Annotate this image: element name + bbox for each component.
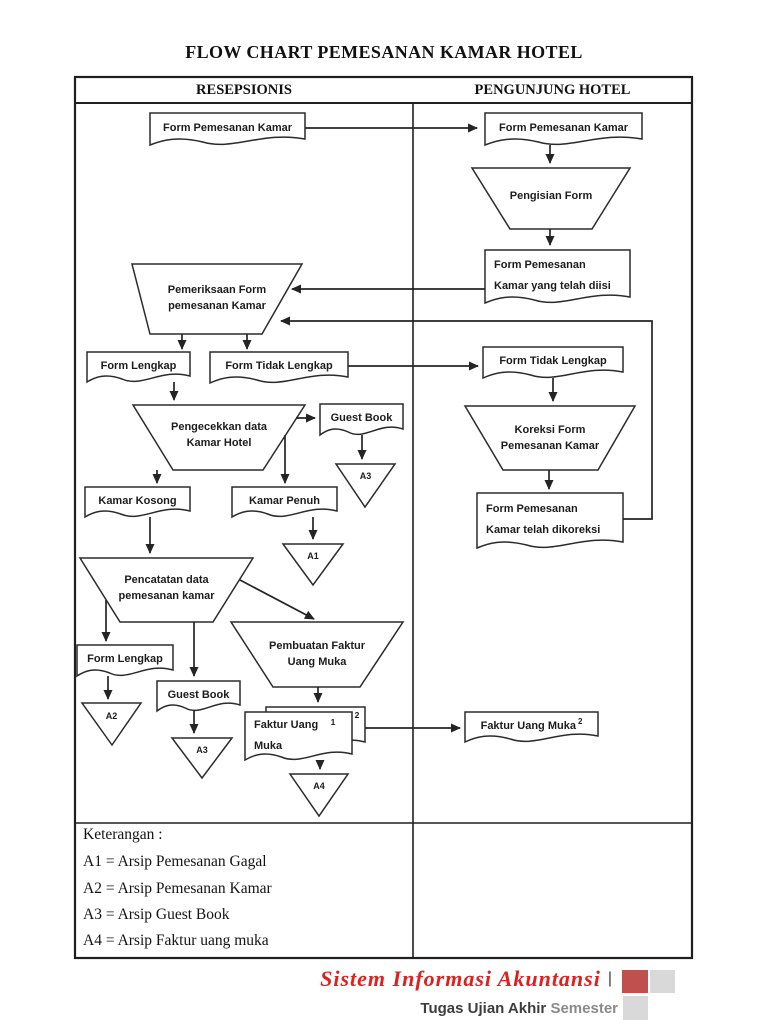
archive-a1-triangle [281,543,345,587]
archive-a3-triangle-1 [334,463,397,509]
document-form-tidak-lengkap-resepsionis [209,351,349,385]
legend-item-a3: A3 = Arsip Guest Book [83,906,230,923]
lane-header-resepsionis: RESEPSIONIS [196,81,292,98]
footer-separator: | [607,970,612,987]
legend-item-a1: A1 = Arsip Pemesanan Gagal [83,853,267,870]
document-kamar-kosong [84,486,191,519]
footer-tagline-secondary: Semester [550,1000,618,1017]
document-guest-book-2 [156,680,241,713]
logo-square-gray-bottom [623,996,648,1020]
flowchart-connectors [101,123,653,770]
process-koreksi-form [463,405,637,471]
document-form-lengkap-2 [76,644,174,678]
process-pengecekkan-data [131,404,307,471]
flowchart-shapes [76,112,643,818]
swimlane-table [73,75,694,960]
process-pemeriksaan-form [131,263,304,335]
document-form-pemesanan-kamar-pengunjung [484,112,643,147]
archive-a2-triangle [80,702,143,747]
document-kamar-penuh [231,486,338,519]
archive-a3-triangle-2 [170,737,234,780]
document-form-pemesanan-kamar-resepsionis [149,112,306,147]
document-form-pemesanan-kamar-diisi [484,249,631,305]
page-title: FLOW CHART PEMESANAN KAMAR HOTEL [185,42,583,62]
document-form-tidak-lengkap-pengunjung [482,346,624,380]
footer-tagline-primary: Tugas Ujian Akhir [420,1000,547,1017]
footer-tagline: Tugas Ujian Akhir Semester [390,1000,618,1017]
document-guest-book-1 [319,403,404,437]
lane-header-pengunjung-hotel: PENGUNJUNG HOTEL [474,81,631,98]
process-pembuatan-faktur [229,621,405,688]
footer-brand-text: Sistem Informasi Akuntansi [320,966,601,991]
document-faktur-uang-muka-pengunjung [464,711,599,744]
legend-item-a2: A2 = Arsip Pemesanan Kamar [83,880,272,897]
document-form-pemesanan-kamar-dikoreksi [476,492,624,550]
archive-a4-triangle [288,773,350,818]
legend-item-a4: A4 = Arsip Faktur uang muka [83,932,269,949]
process-pengisian-form [470,167,632,230]
logo-square-gray-top [650,970,675,993]
footer-brand-row: Sistem Informasi Akuntansi | [290,964,612,994]
legend-heading: Keterangan : [83,826,163,843]
document-form-lengkap-1 [86,351,191,384]
logo-square-red [622,970,648,993]
document-faktur-uang-muka [244,711,353,762]
